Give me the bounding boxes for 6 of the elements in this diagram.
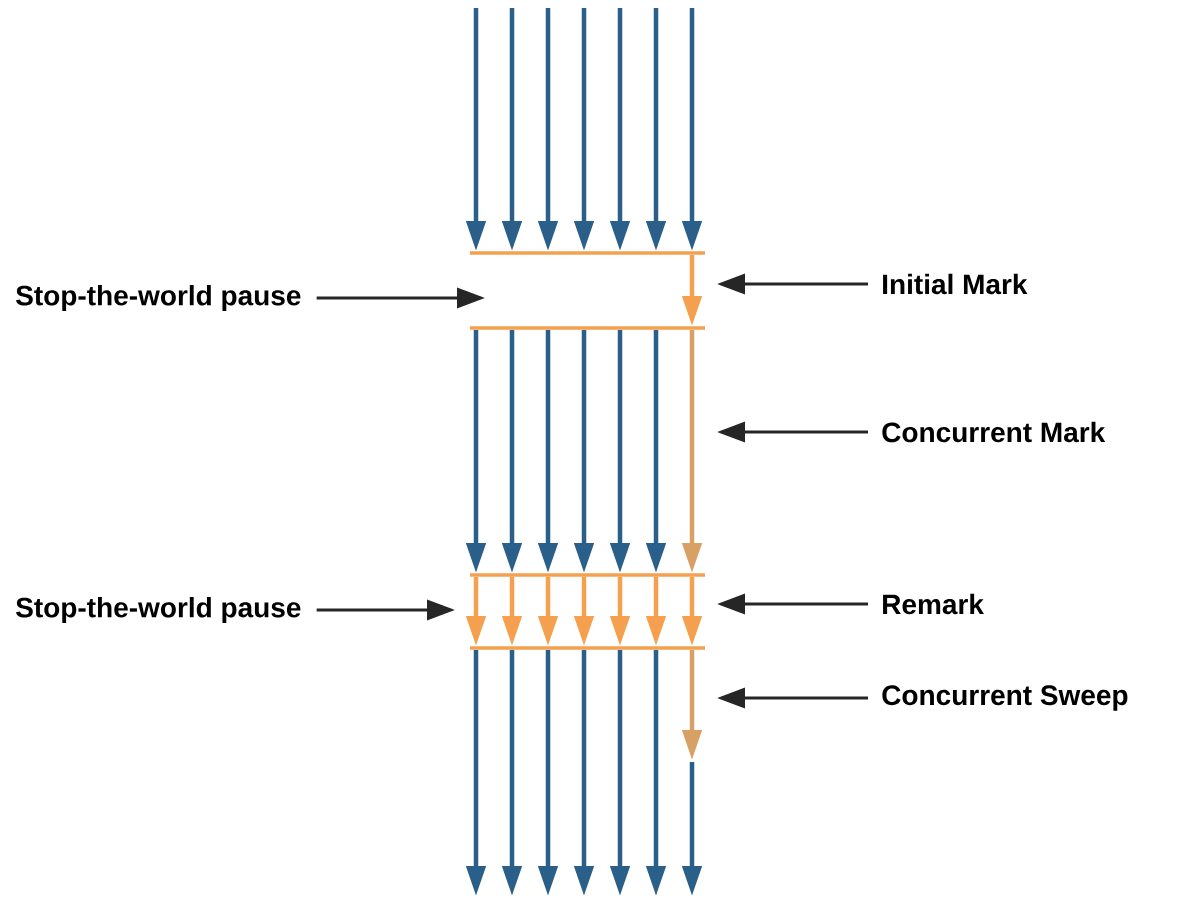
phase-label: Stop-the-world pause bbox=[16, 284, 301, 312]
phase-label: Concurrent Mark bbox=[882, 421, 1106, 443]
phase-label: Concurrent Sweep bbox=[882, 685, 1128, 711]
phase-label: Initial Mark bbox=[883, 273, 1028, 295]
phase-label: Remark bbox=[883, 593, 984, 615]
phase-label: Stop-the-world pause bbox=[16, 596, 301, 624]
